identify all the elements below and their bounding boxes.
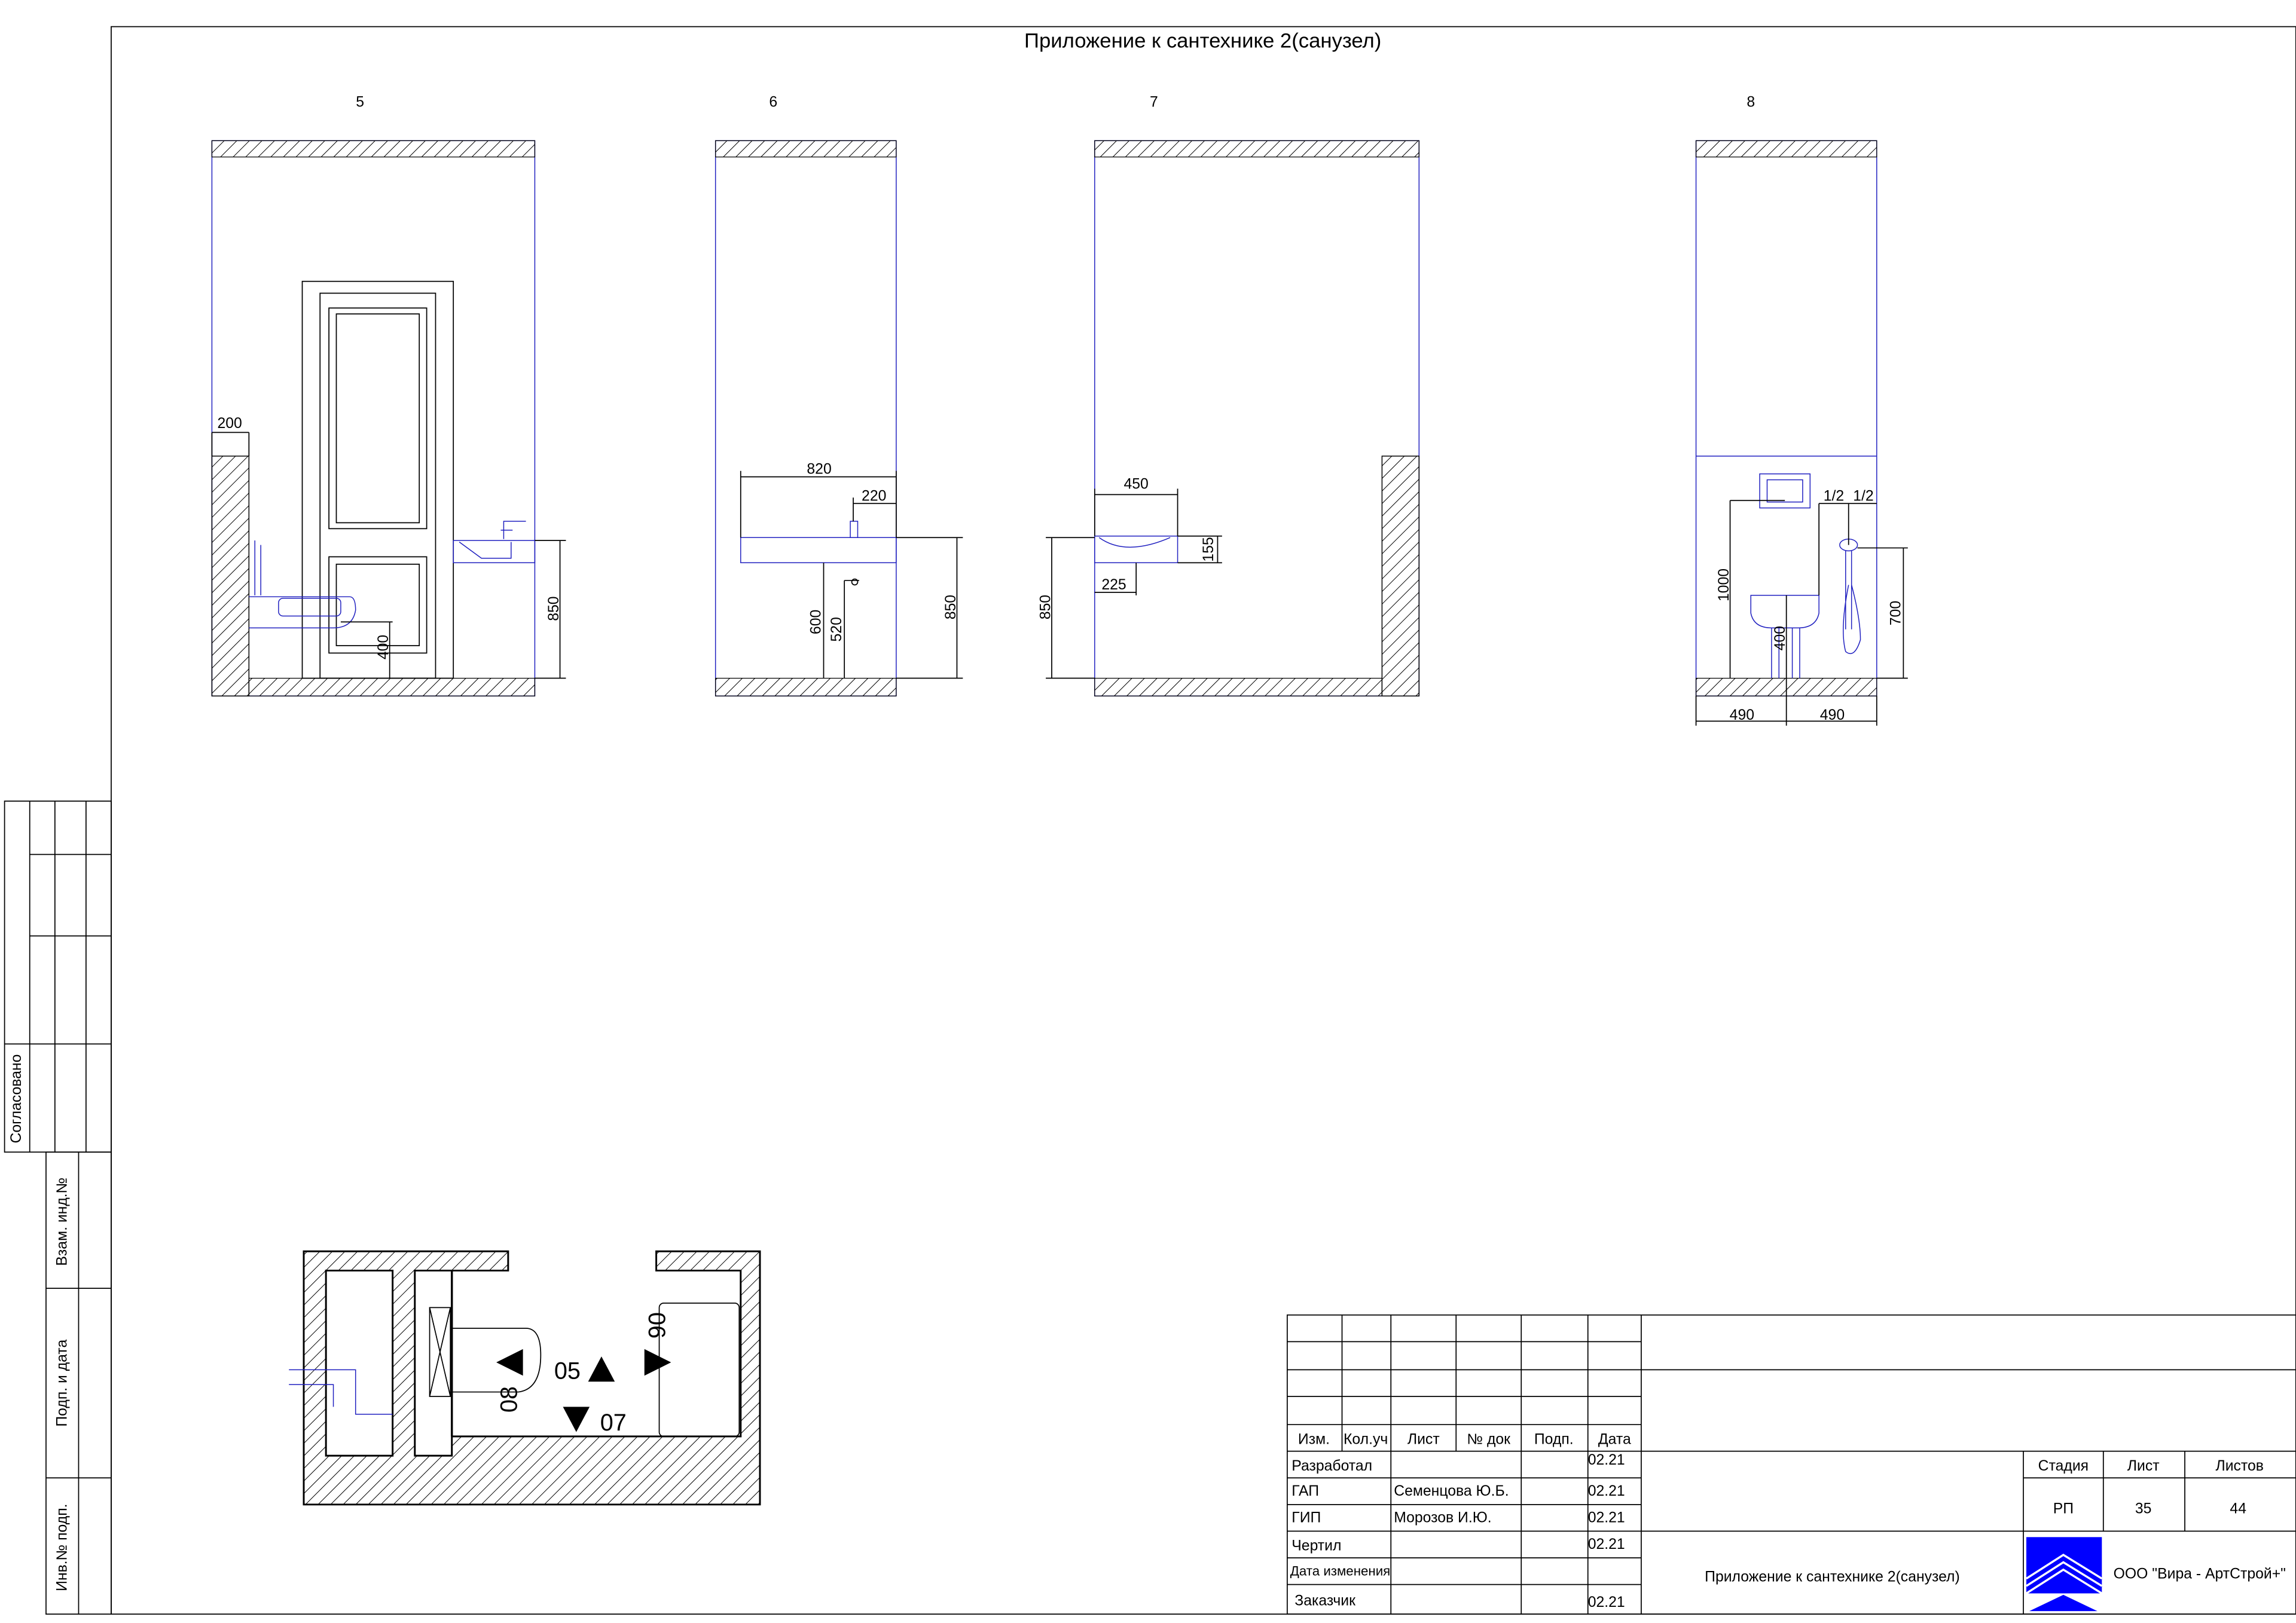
view-label-6: 6 bbox=[769, 94, 777, 110]
title-block: Изм. Кол.уч Лист № док Подп. Дата Разраб… bbox=[1286, 1314, 2296, 1615]
dim-450: 450 bbox=[1124, 476, 1149, 492]
row-date: 02.21 bbox=[1588, 1510, 1625, 1526]
row-date: 02.21 bbox=[1588, 1452, 1625, 1468]
stage-value: РП bbox=[2053, 1501, 2074, 1517]
stamp-replace-inv: Взам. инд.№ bbox=[54, 1178, 71, 1266]
sheets-label: Листов bbox=[2215, 1458, 2263, 1474]
dim-1000: 1000 bbox=[1716, 568, 1732, 601]
signature-rows: Разработал 02.21 ГАП Семенцова Ю.Б. 02.2… bbox=[1290, 1452, 1625, 1610]
header-kol: Кол.уч bbox=[1344, 1431, 1388, 1447]
dim-490-right: 490 bbox=[1820, 707, 1845, 723]
elevation-8: 1000 400 1/2 1/2 700 490 490 bbox=[1695, 140, 1908, 726]
elevation-7: 450 155 225 850 bbox=[1038, 140, 1420, 697]
header-date: Дата bbox=[1598, 1431, 1631, 1447]
stamp-agreed: Согласовано bbox=[8, 1055, 25, 1144]
marker-05: 05 bbox=[554, 1358, 581, 1384]
view-arrow-07 bbox=[563, 1407, 590, 1432]
header-izm: Изм. bbox=[1298, 1431, 1330, 1447]
vanity bbox=[453, 521, 536, 564]
row-date: 02.21 bbox=[1588, 1594, 1625, 1610]
row-name: Морозов И.Ю. bbox=[1394, 1510, 1491, 1526]
shower-head bbox=[1839, 538, 1861, 655]
dim-half-a: 1/2 bbox=[1824, 488, 1844, 504]
marker-08: 08 bbox=[496, 1386, 523, 1413]
dim-820: 820 bbox=[807, 461, 831, 478]
view-label-5: 5 bbox=[356, 94, 364, 110]
header-sign: Подп. bbox=[1534, 1431, 1574, 1447]
view-arrow-06 bbox=[644, 1349, 671, 1376]
dim-225: 225 bbox=[1101, 577, 1126, 593]
dim-850: 850 bbox=[546, 596, 562, 621]
elevation-5: 200 400 850 bbox=[211, 140, 566, 697]
faucet bbox=[850, 521, 859, 538]
dim-220: 220 bbox=[862, 488, 886, 504]
toilet bbox=[249, 540, 356, 629]
bathtub bbox=[658, 1303, 740, 1437]
sink-counter bbox=[740, 537, 897, 564]
dim-400: 400 bbox=[1772, 626, 1788, 650]
toilet-bowl bbox=[451, 1328, 542, 1393]
elevation-6: 820 220 850 600 520 bbox=[715, 140, 963, 697]
door bbox=[301, 280, 454, 679]
dim-850: 850 bbox=[1038, 595, 1054, 619]
row-name: Семенцова Ю.Б. bbox=[1394, 1483, 1509, 1499]
header-doc: № док bbox=[1467, 1431, 1510, 1447]
marker-07: 07 bbox=[600, 1410, 627, 1436]
stage-label: Стадия bbox=[2038, 1458, 2089, 1474]
sheet-value: 35 bbox=[2135, 1501, 2152, 1517]
sheet-frame bbox=[111, 26, 2296, 1615]
dim-490-left: 490 bbox=[1730, 707, 1754, 723]
dim-700: 700 bbox=[1888, 601, 1904, 625]
sheet-title: Приложение к сантехнике 2(санузел) bbox=[1024, 29, 1381, 52]
row-role: Чертил bbox=[1292, 1538, 1341, 1554]
row-date: 02.21 bbox=[1588, 1536, 1625, 1552]
company-logo bbox=[2026, 1537, 2103, 1612]
header-list: Лист bbox=[1407, 1431, 1440, 1447]
row-role: Дата изменения bbox=[1290, 1564, 1390, 1579]
company-name: ООО "Вира - АртСтрой+" bbox=[2114, 1566, 2286, 1582]
row-date: 02.21 bbox=[1588, 1483, 1625, 1499]
marker-06: 06 bbox=[643, 1312, 670, 1338]
dim-200: 200 bbox=[217, 415, 242, 432]
dim-520: 520 bbox=[829, 617, 845, 641]
view-label-8: 8 bbox=[1747, 94, 1755, 110]
side-stamp: Согласовано Взам. инд.№ Подп. и дата Инв… bbox=[4, 800, 112, 1615]
view-arrow-08 bbox=[496, 1349, 523, 1376]
sheet-label: Лист bbox=[2127, 1458, 2160, 1474]
stamp-inv-no: Инв.№ подп. bbox=[54, 1503, 71, 1591]
toilet bbox=[1750, 595, 1819, 678]
row-role: Разработал bbox=[1292, 1458, 1372, 1474]
dim-400: 400 bbox=[375, 635, 392, 659]
view-label-7: 7 bbox=[1150, 94, 1158, 110]
row-role: ГИП bbox=[1292, 1510, 1321, 1526]
dim-half-b: 1/2 bbox=[1853, 488, 1873, 504]
dim-850: 850 bbox=[943, 595, 959, 619]
stamp-sign-date: Подп. и дата bbox=[54, 1340, 71, 1427]
dim-155: 155 bbox=[1201, 537, 1217, 561]
dim-600: 600 bbox=[808, 610, 825, 634]
revision-headers: Изм. Кол.уч Лист № док Подп. Дата bbox=[1298, 1431, 1631, 1447]
toilet-tank bbox=[429, 1307, 451, 1397]
view-arrow-05 bbox=[588, 1356, 615, 1382]
flush-plate bbox=[1759, 473, 1811, 509]
drawing-name: Приложение к сантехнике 2(санузел) bbox=[1705, 1569, 1960, 1585]
row-role: ГАП bbox=[1292, 1483, 1319, 1499]
sheets-value: 44 bbox=[2230, 1501, 2246, 1517]
row-role: Заказчик bbox=[1294, 1593, 1355, 1609]
floor-plan: 05 06 07 08 bbox=[289, 1250, 761, 1506]
